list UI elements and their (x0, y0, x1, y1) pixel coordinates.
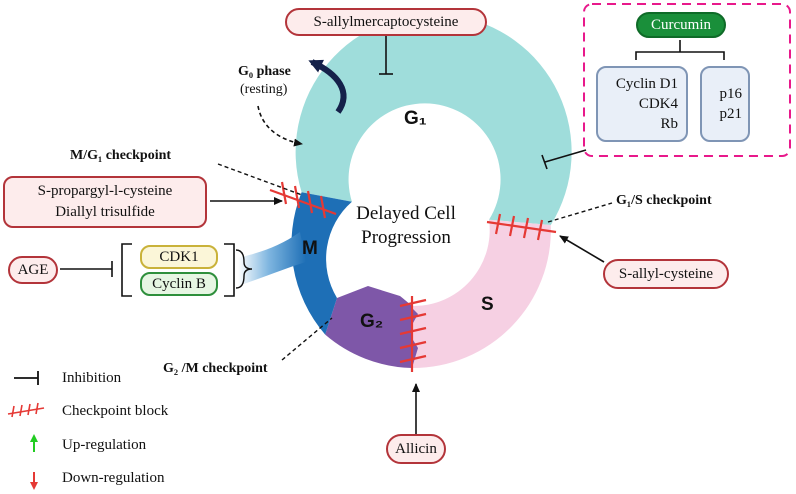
m-g1-checkpoint-block (269, 181, 337, 219)
curcumin-bracket (635, 40, 725, 60)
dats-label: Diallyl trisulfide (55, 204, 155, 220)
s-allyl-cysteine-box: S-allyl-cysteine (603, 259, 729, 289)
sac-arrow (559, 235, 605, 263)
legend-checkpoint-symbol (7, 402, 45, 418)
legend-inhibition-symbol (14, 371, 39, 385)
g1-segment (295, 14, 572, 226)
legend-inhibition-label: Inhibition (62, 370, 122, 386)
m-g1-checkpoint-label: M/G₁ checkpoint (70, 148, 172, 163)
s-allylmercaptocysteine-label: S-allylmercaptocysteine (313, 13, 459, 30)
cyclin-d1-label: Cyclin D1 (615, 76, 678, 92)
curcumin-badge: Curcumin (636, 12, 726, 38)
cdk1-label: CDK1 (159, 248, 199, 265)
g2-m-checkpoint-block (399, 296, 427, 372)
legend-down-symbol (30, 472, 38, 490)
legend-checkpoint-label: Checkpoint block (62, 403, 169, 419)
curcumin-down-box: Cyclin D1 CDK4 Rb (596, 66, 688, 142)
g2-m-leader (281, 317, 333, 361)
g0-exit-arrow (308, 59, 347, 114)
g0-return-arrow (257, 105, 303, 147)
p16-label: p16 (719, 86, 743, 102)
cdk1-box: CDK1 (140, 245, 218, 269)
cell-cycle-ring (238, 14, 572, 369)
cyclin-b-box: Cyclin B (140, 272, 218, 296)
cdk-complex-brace (235, 249, 253, 289)
legend-down-label: Down-regulation (62, 470, 165, 486)
s-allyl-cysteine-label: S-allyl-cysteine (618, 265, 714, 282)
legend-up-symbol (30, 434, 38, 452)
curcumin-label: Curcumin (651, 16, 711, 33)
curcumin-panel (583, 3, 791, 157)
curcumin-up-box: p16 p21 (700, 66, 750, 142)
cdk4-label: CDK4 (638, 96, 678, 112)
g2-segment (325, 286, 412, 368)
spc-label: S-propargyl-l-cysteine (37, 183, 173, 199)
rb-label: Rb (660, 116, 678, 132)
inhibitor-sam (379, 35, 393, 75)
g1-s-checkpoint-block (486, 213, 557, 241)
allicin-label: Allicin (395, 440, 437, 457)
age-box: AGE (8, 256, 58, 284)
inhibitor-age (60, 261, 113, 277)
age-label: AGE (17, 261, 49, 278)
legend-up-label: Up-regulation (62, 437, 147, 453)
phase-m-label: M (302, 238, 318, 259)
cdk-complex-brackets (121, 243, 235, 297)
allicin-box: Allicin (386, 434, 446, 464)
center-title: Delayed Cell Progression (340, 202, 472, 250)
s-segment (412, 219, 551, 369)
spc-dats-box: S-propargyl-l-cysteine Diallyl trisulfid… (3, 176, 207, 228)
center-title-line-1: Delayed Cell (356, 203, 456, 224)
p21-label: p21 (719, 106, 743, 122)
g2-m-checkpoint-label: G₂ /M checkpoint (163, 361, 268, 376)
phase-s-label: S (481, 294, 494, 315)
g0-phase-subtitle: (resting) (240, 82, 288, 97)
m-segment-tail (238, 232, 306, 286)
center-title-line-2: Progression (361, 227, 451, 248)
m-g1-leader (217, 163, 303, 196)
g0-phase-title: G₀ phase (238, 64, 291, 79)
m-segment (291, 192, 352, 335)
s-allylmercaptocysteine-box: S-allylmercaptocysteine (285, 8, 487, 36)
phase-g2-label: G₂ (360, 311, 384, 332)
phase-g1-label: G₁ (404, 108, 427, 129)
cyclin-b-label: Cyclin B (152, 275, 206, 292)
g1-s-checkpoint-label: G₁/S checkpoint (616, 193, 712, 208)
inhibitor-curcumin (541, 149, 587, 170)
